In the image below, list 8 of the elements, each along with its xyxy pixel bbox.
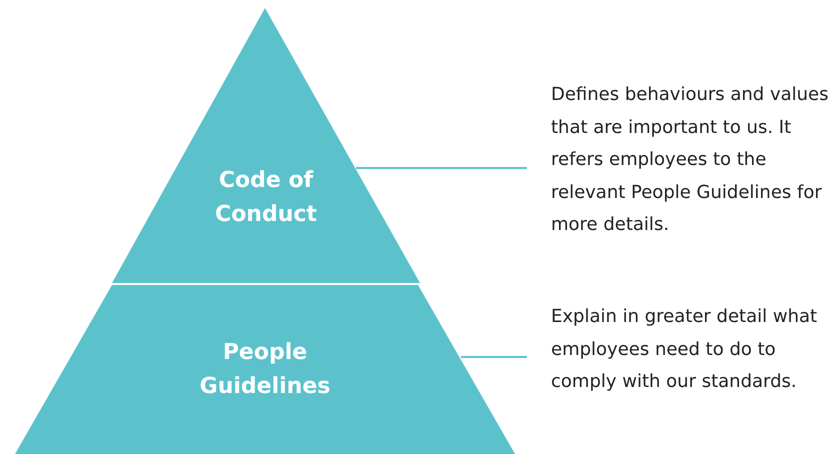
description-text: Defines behaviours and values that are important to us. It refers employees to the relevant People Guidelines for more details. — [551, 79, 839, 242]
leader-line — [461, 356, 527, 358]
description-text: Explain in greater detail what employees need to do to comply with our standards. — [551, 301, 831, 398]
tier-label: People Guidelines — [198, 339, 332, 401]
pyramid-tier — [112, 8, 420, 283]
leader-line — [356, 167, 527, 169]
pyramid-tier — [15, 285, 515, 454]
tier-label: Code of Conduct — [214, 167, 318, 229]
